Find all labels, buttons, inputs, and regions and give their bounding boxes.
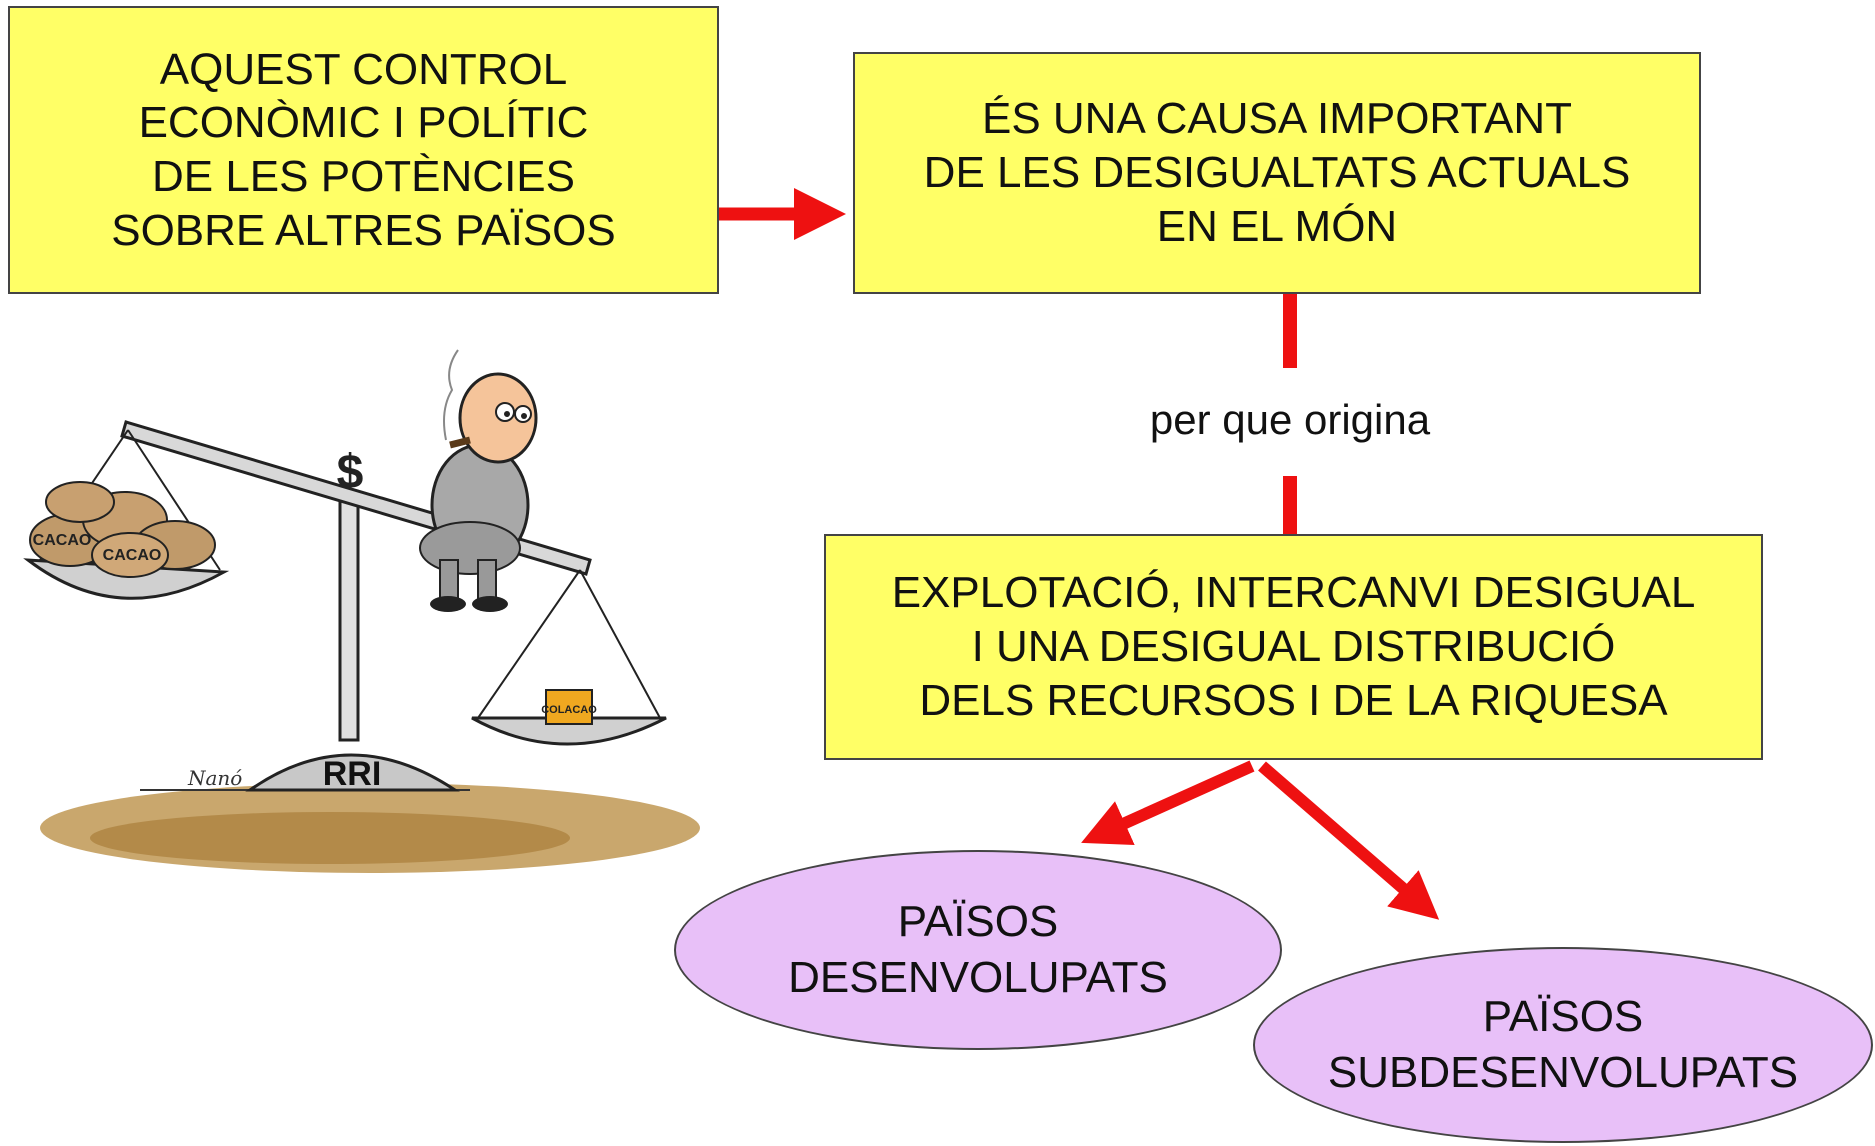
right-pan <box>471 716 667 746</box>
arrow-to-subdesenvolupats <box>1258 761 1440 920</box>
connector-line-bottom <box>1283 476 1297 534</box>
box-explotacio-line-2: I UNA DESIGUAL DISTRIBUCIÓ <box>971 622 1616 672</box>
box-control-economic: AQUEST CONTROL ECONÒMIC I POLÍTIC DE LES… <box>8 6 719 294</box>
scale-base <box>245 753 460 792</box>
box-explotacio-line-1: EXPLOTACIÓ, INTERCANVI DESIGUAL <box>891 568 1696 618</box>
box-causa-important: ÉS UNA CAUSA IMPORTANT DE LES DESIGUALTA… <box>853 52 1701 294</box>
sack-label-1: CACAO <box>33 532 92 549</box>
box-control-line-4: SOBRE ALTRES PAÏSOS <box>111 205 616 255</box>
connector-label: per que origina <box>1149 396 1431 443</box>
artist-signature: Nanó <box>187 766 242 790</box>
box-causa-line-2: DE LES DESIGUALTATS ACTUALS <box>923 148 1631 198</box>
scale-pole <box>338 498 360 742</box>
jar-label: COLACAO <box>541 704 597 716</box>
ellipse-desenvolupats-line-2: DESENVOLUPATS <box>788 953 1168 1002</box>
arrow-to-desenvolupats <box>1081 760 1255 846</box>
colacao-jar <box>545 689 593 725</box>
box-explotacio: EXPLOTACIÓ, INTERCANVI DESIGUAL I UNA DE… <box>824 534 1763 760</box>
box-control-line-1: AQUEST CONTROL <box>159 44 568 94</box>
ellipse-paisos-subdesenvolupats: PAÏSOS SUBDESENVOLUPATS <box>1253 947 1873 1143</box>
box-explotacio-line-3: DELS RECURSOS I DE LA RIQUESA <box>919 675 1668 725</box>
ellipse-desenvolupats-line-1: PAÏSOS <box>897 896 1059 946</box>
box-control-line-2: ECONÒMIC I POLÍTIC <box>138 98 589 148</box>
box-causa-line-1: ÉS UNA CAUSA IMPORTANT <box>981 94 1573 144</box>
connector-line-top <box>1283 294 1297 368</box>
ellipse-subdesenvolupats-line-1: PAÏSOS <box>1482 991 1644 1041</box>
ellipse-paisos-desenvolupats: PAÏSOS DESENVOLUPATS <box>674 850 1282 1050</box>
box-control-line-3: DE LES POTÈNCIES <box>151 152 575 201</box>
ellipse-subdesenvolupats-line-2: SUBDESENVOLUPATS <box>1327 1048 1799 1097</box>
sack-label-2: CACAO <box>103 547 162 564</box>
box-causa-line-3: EN EL MÓN <box>1156 201 1398 251</box>
scale-base-label: RRI <box>323 755 382 793</box>
